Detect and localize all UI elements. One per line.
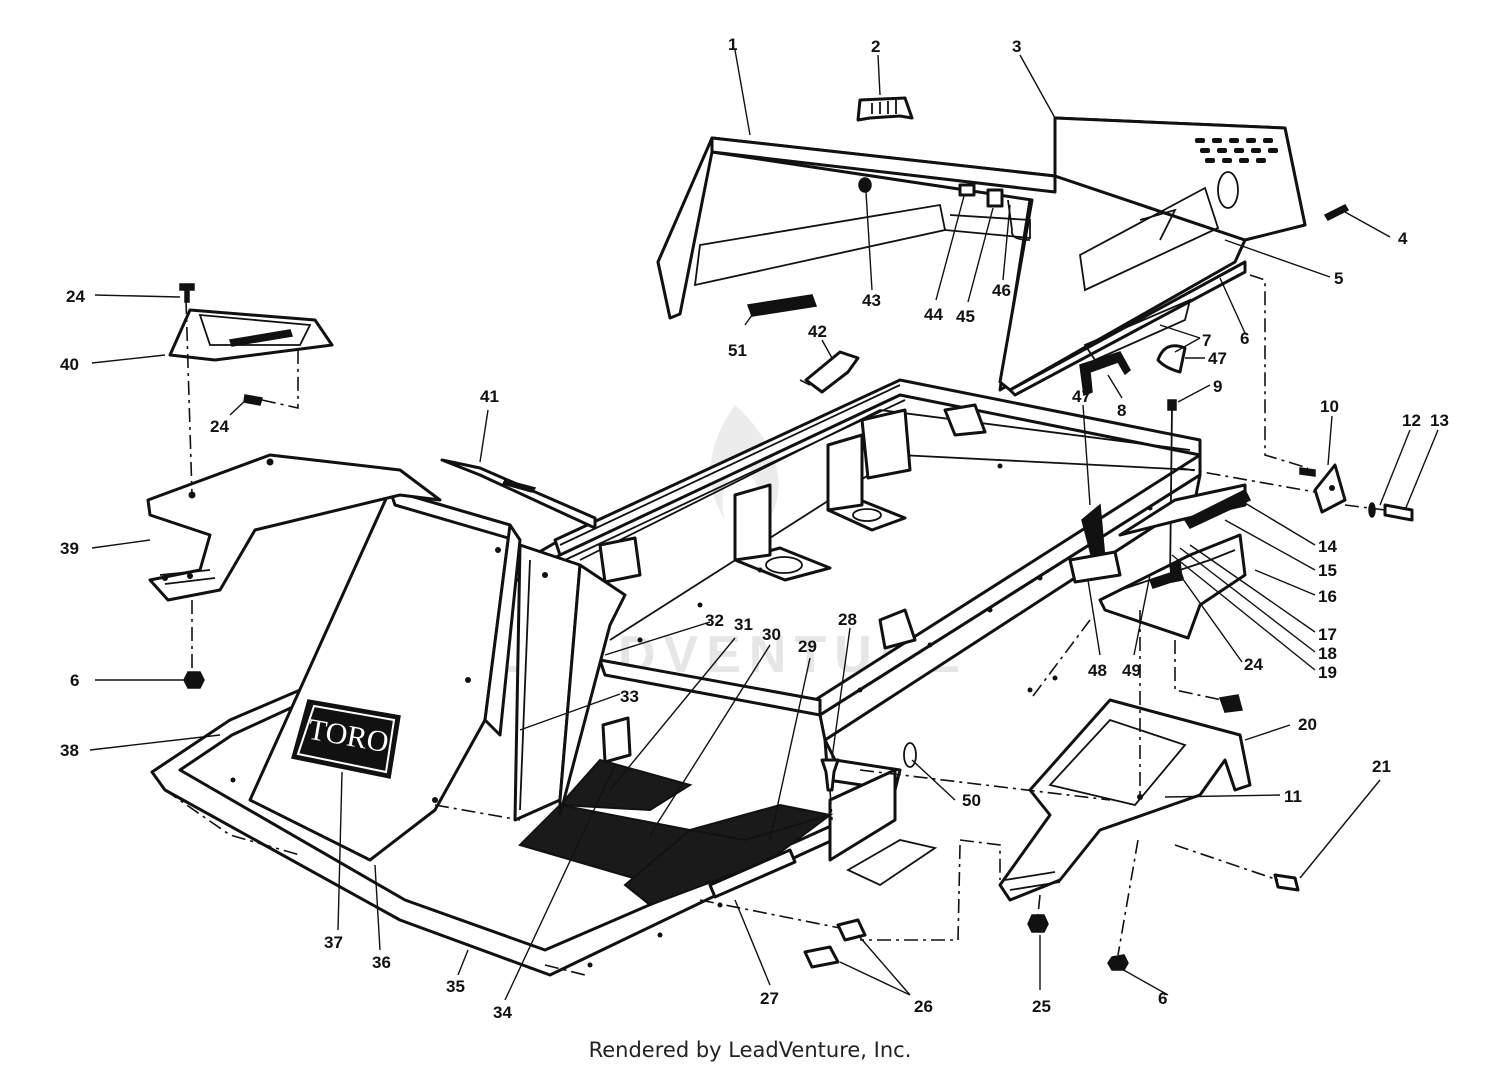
callout-6-hood: 6 bbox=[1240, 329, 1249, 348]
leader-lines bbox=[89, 49, 1439, 1001]
callout-24-right: 24 bbox=[1244, 655, 1263, 674]
callout-50: 50 bbox=[962, 791, 981, 810]
callout-19: 19 bbox=[1318, 663, 1337, 682]
console-part-36 bbox=[248, 488, 512, 862]
callout-2: 2 bbox=[871, 37, 880, 56]
bracket-part-40 bbox=[168, 308, 334, 362]
frame bbox=[150, 378, 1202, 977]
callout-40: 40 bbox=[60, 355, 79, 374]
callout-21: 21 bbox=[1372, 757, 1391, 776]
callout-48: 48 bbox=[1088, 661, 1107, 680]
callout-13: 13 bbox=[1430, 411, 1449, 430]
handle-part-2 bbox=[856, 96, 914, 122]
callout-45: 45 bbox=[956, 307, 975, 326]
callout-25: 25 bbox=[1032, 997, 1051, 1016]
callout-4: 4 bbox=[1398, 229, 1408, 248]
floor-mats bbox=[518, 716, 834, 907]
callout-17: 17 bbox=[1318, 625, 1337, 644]
callout-9: 9 bbox=[1213, 377, 1222, 396]
callout-labels: 1 2 3 4 5 6 6 6 7 8 9 10 11 12 13 14 15 … bbox=[60, 35, 1449, 1022]
callout-24-top: 24 bbox=[66, 287, 85, 306]
trim-part-27 bbox=[708, 848, 797, 899]
callout-46: 46 bbox=[992, 281, 1011, 300]
callout-47-frame: 47 bbox=[1072, 387, 1091, 406]
callout-26: 26 bbox=[914, 997, 933, 1016]
hood-assembly bbox=[656, 96, 1350, 397]
bracket-part-39 bbox=[146, 453, 442, 602]
callout-28: 28 bbox=[838, 610, 857, 629]
callout-6-left: 6 bbox=[70, 671, 79, 690]
callout-34: 34 bbox=[493, 1003, 512, 1022]
callout-30: 30 bbox=[762, 625, 781, 644]
callout-6-right: 6 bbox=[1158, 989, 1167, 1008]
callout-3: 3 bbox=[1012, 37, 1021, 56]
callout-32: 32 bbox=[705, 611, 724, 630]
callout-31: 31 bbox=[734, 615, 753, 634]
left-brackets bbox=[146, 283, 597, 689]
callout-44: 44 bbox=[924, 305, 943, 324]
callout-24-left: 24 bbox=[210, 417, 229, 436]
callout-35: 35 bbox=[446, 977, 465, 996]
callout-37: 37 bbox=[324, 933, 343, 952]
callout-16: 16 bbox=[1318, 587, 1337, 606]
callout-8: 8 bbox=[1117, 401, 1126, 420]
callout-43: 43 bbox=[862, 291, 881, 310]
callout-14: 14 bbox=[1318, 537, 1337, 556]
callout-7: 7 bbox=[1202, 331, 1211, 350]
mat-part-31 bbox=[557, 758, 693, 812]
callout-15: 15 bbox=[1318, 561, 1337, 580]
callout-29: 29 bbox=[798, 637, 817, 656]
callout-41: 41 bbox=[480, 387, 499, 406]
callout-5: 5 bbox=[1334, 269, 1343, 288]
callout-12: 12 bbox=[1402, 411, 1421, 430]
console: TORO bbox=[248, 488, 627, 862]
fender-part-20 bbox=[998, 698, 1252, 902]
callout-27: 27 bbox=[760, 989, 779, 1008]
exploded-view-lines bbox=[164, 274, 1386, 976]
callout-20: 20 bbox=[1298, 715, 1317, 734]
callout-49: 49 bbox=[1122, 661, 1141, 680]
callout-38: 38 bbox=[60, 741, 79, 760]
callout-11: 11 bbox=[1284, 787, 1302, 806]
footer-credit: Rendered by LeadVenture, Inc. bbox=[588, 1038, 912, 1062]
callout-18: 18 bbox=[1318, 644, 1337, 663]
callout-33: 33 bbox=[620, 687, 639, 706]
vent-holes bbox=[1195, 138, 1278, 163]
toro-logo-plate: TORO bbox=[291, 699, 401, 779]
callout-42: 42 bbox=[808, 322, 827, 341]
mat-part-29 bbox=[623, 813, 834, 907]
callout-1: 1 bbox=[728, 35, 737, 54]
callout-47-hood: 47 bbox=[1208, 349, 1227, 368]
latch-part-8 bbox=[1079, 351, 1131, 397]
callout-10: 10 bbox=[1320, 397, 1339, 416]
right-parts bbox=[243, 350, 1414, 971]
bracket-part-16 bbox=[1098, 533, 1247, 640]
callout-39: 39 bbox=[60, 539, 79, 558]
plate-part-41 bbox=[440, 458, 597, 530]
callout-51: 51 bbox=[728, 341, 747, 360]
strip-part-51 bbox=[746, 294, 818, 317]
callout-36: 36 bbox=[372, 953, 391, 972]
